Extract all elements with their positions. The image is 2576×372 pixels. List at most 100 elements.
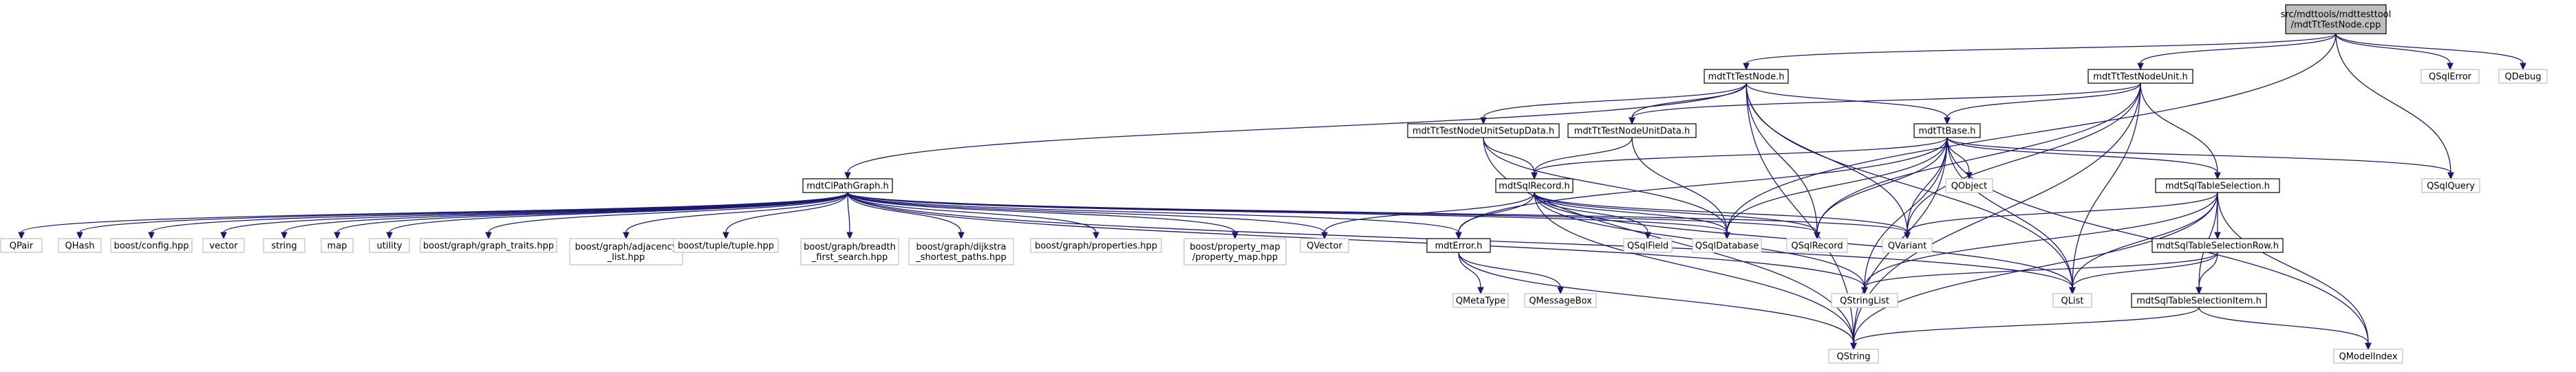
node-box [1828, 349, 1879, 364]
node-n-unitdata-h[interactable]: mdtTtTestNodeUnitData.h [1567, 123, 1697, 138]
node-label: mdtTtTestNodeUnitData.h [1574, 127, 1690, 137]
include-edge [722, 192, 848, 240]
node-n-tableselitem-h[interactable]: mdtSqlTableSelectionItem.h [2131, 293, 2267, 308]
node-box [908, 238, 1014, 265]
node-label: map [328, 241, 347, 252]
node-label: QModelIndex [2339, 352, 2397, 362]
include-edge [1944, 83, 2141, 125]
node-label: src/mdttools/mdttesttool [2281, 10, 2392, 20]
node-n-tableselrow-h[interactable]: mdtSqlTableSelectionRow.h [2151, 238, 2284, 253]
node-box [110, 238, 193, 253]
include-edge [1629, 83, 1747, 125]
include-edge [2335, 33, 2454, 71]
node-n-qstringlist[interactable]: QStringList [1831, 293, 1898, 308]
node-n-tablesel-h[interactable]: mdtSqlTableSelection.h [2155, 178, 2280, 193]
node-box [263, 238, 305, 253]
node-n-qsqlquery[interactable]: QSqlQuery [2421, 178, 2480, 193]
node-label: boost/property_map [1190, 242, 1280, 252]
node-n-bfs[interactable]: boost/graph/breadth_first_search.hpp [800, 238, 899, 265]
node-box [58, 238, 102, 253]
node-box [2285, 4, 2387, 34]
node-n-qpair[interactable]: QPair [0, 238, 43, 253]
node-label: QSqlRecord [1791, 241, 1843, 252]
node-n-testnode-h[interactable]: mdtTtTestNode.h [1704, 69, 1789, 84]
node-box [1692, 238, 1762, 253]
node-n-tuple[interactable]: boost/tuple/tuple.hpp [673, 238, 779, 253]
node-n-dijkstra[interactable]: boost/graph/dijkstra_shortest_paths.hpp [908, 238, 1014, 265]
node-label: _first_search.hpp [811, 252, 888, 263]
node-label: mdtTtBase.h [1918, 127, 1975, 137]
include-edge [1904, 83, 2141, 240]
node-label: QObject [1951, 182, 1988, 192]
node-label: /mdtTtTestNode.cpp [2291, 20, 2381, 30]
include-edge [847, 192, 1730, 240]
node-box [2498, 69, 2548, 84]
node-n-qhash[interactable]: QHash [58, 238, 102, 253]
node-root[interactable]: src/mdttools/mdttesttool/mdtTtTestNode.c… [2281, 4, 2392, 34]
node-n-adjacency[interactable]: boost/graph/adjacency_list.hpp [569, 238, 683, 265]
node-box [1567, 123, 1697, 138]
node-label: mdtSqlRecord.h [1499, 182, 1569, 192]
include-edge [1946, 137, 2221, 180]
include-edge [386, 192, 848, 240]
node-n-qvector[interactable]: QVector [1300, 238, 1349, 253]
node-n-string[interactable]: string [263, 238, 305, 253]
node-box [1882, 238, 1933, 253]
node-n-qsqlfield[interactable]: QSqlField [1623, 238, 1673, 253]
node-label: QMessageBox [1529, 296, 1592, 307]
node-n-qdebug[interactable]: QDebug [2498, 69, 2548, 84]
include-edge [2137, 33, 2337, 71]
node-n-setupdata-h[interactable]: mdtTtTestNodeUnitSetupData.h [1407, 123, 1560, 138]
include-edge [1321, 192, 1535, 240]
node-n-qlist[interactable]: QList [2052, 293, 2092, 308]
node-n-error-h[interactable]: mdtError.h [1426, 238, 1491, 253]
node-n-vector[interactable]: vector [202, 238, 245, 253]
node-label: boost/graph/breadth [804, 242, 896, 252]
include-edge [1458, 252, 1564, 295]
node-box [1183, 238, 1287, 265]
node-label: mdtSqlTableSelection.h [2165, 182, 2270, 192]
include-edge [1534, 192, 1821, 240]
node-n-qmodelindex[interactable]: QModelIndex [2333, 349, 2403, 364]
node-n-qsqlrecord[interactable]: QSqlRecord [1786, 238, 1848, 253]
node-n-properties[interactable]: boost/graph/properties.hpp [1030, 238, 1162, 253]
node-box [800, 238, 899, 265]
node-n-map[interactable]: map [321, 238, 354, 253]
node-label: mdtTtTestNode.h [1708, 72, 1785, 83]
node-n-qmessagebox[interactable]: QMessageBox [1524, 293, 1597, 308]
node-n-graph-traits[interactable]: boost/graph/graph_traits.hpp [420, 238, 557, 253]
node-n-propmap[interactable]: boost/property_map/property_map.hpp [1183, 238, 1287, 265]
node-n-qsqlerror[interactable]: QSqlError [2421, 69, 2480, 84]
edges-layer [18, 33, 2526, 351]
node-n-pathgraph-h[interactable]: mdtClPathGraph.h [802, 178, 893, 193]
include-edge [844, 83, 1747, 180]
node-n-utility[interactable]: utility [369, 238, 410, 253]
node-box [202, 238, 245, 253]
node-n-sqlrecord-h[interactable]: mdtSqlRecord.h [1495, 178, 1574, 193]
node-box [2333, 349, 2403, 364]
include-edge [1629, 83, 2141, 125]
node-label: boost/graph/dijkstra [916, 242, 1006, 252]
node-n-boost-config[interactable]: boost/config.hpp [110, 238, 193, 253]
node-label: boost/graph/graph_traits.hpp [423, 241, 554, 252]
include-edge [1743, 33, 2337, 71]
node-n-qvariant[interactable]: QVariant [1882, 238, 1933, 253]
node-box [1704, 69, 1789, 84]
include-edge [1904, 192, 2218, 240]
include-edge [847, 192, 965, 240]
include-edge [1850, 192, 2218, 351]
node-label: QStringList [1840, 296, 1889, 307]
node-label: utility [377, 241, 402, 252]
node-n-qstring[interactable]: QString [1828, 349, 1879, 364]
node-n-qmetatype[interactable]: QMetaType [1452, 293, 1509, 308]
node-n-qobject[interactable]: QObject [1945, 178, 1993, 193]
node-label: mdtTtTestNodeUnit.h [2093, 72, 2187, 83]
node-n-ttbase-h[interactable]: mdtTtBase.h [1913, 123, 1981, 138]
node-n-qsqldatabase[interactable]: QSqlDatabase [1692, 238, 1762, 253]
node-box [1030, 238, 1162, 253]
node-n-testnodeunit-h[interactable]: mdtTtTestNodeUnit.h [2087, 69, 2193, 84]
node-label: boost/tuple/tuple.hpp [678, 241, 774, 252]
node-label: string [271, 241, 297, 252]
node-box [1913, 123, 1981, 138]
node-label: QVector [1307, 241, 1342, 252]
